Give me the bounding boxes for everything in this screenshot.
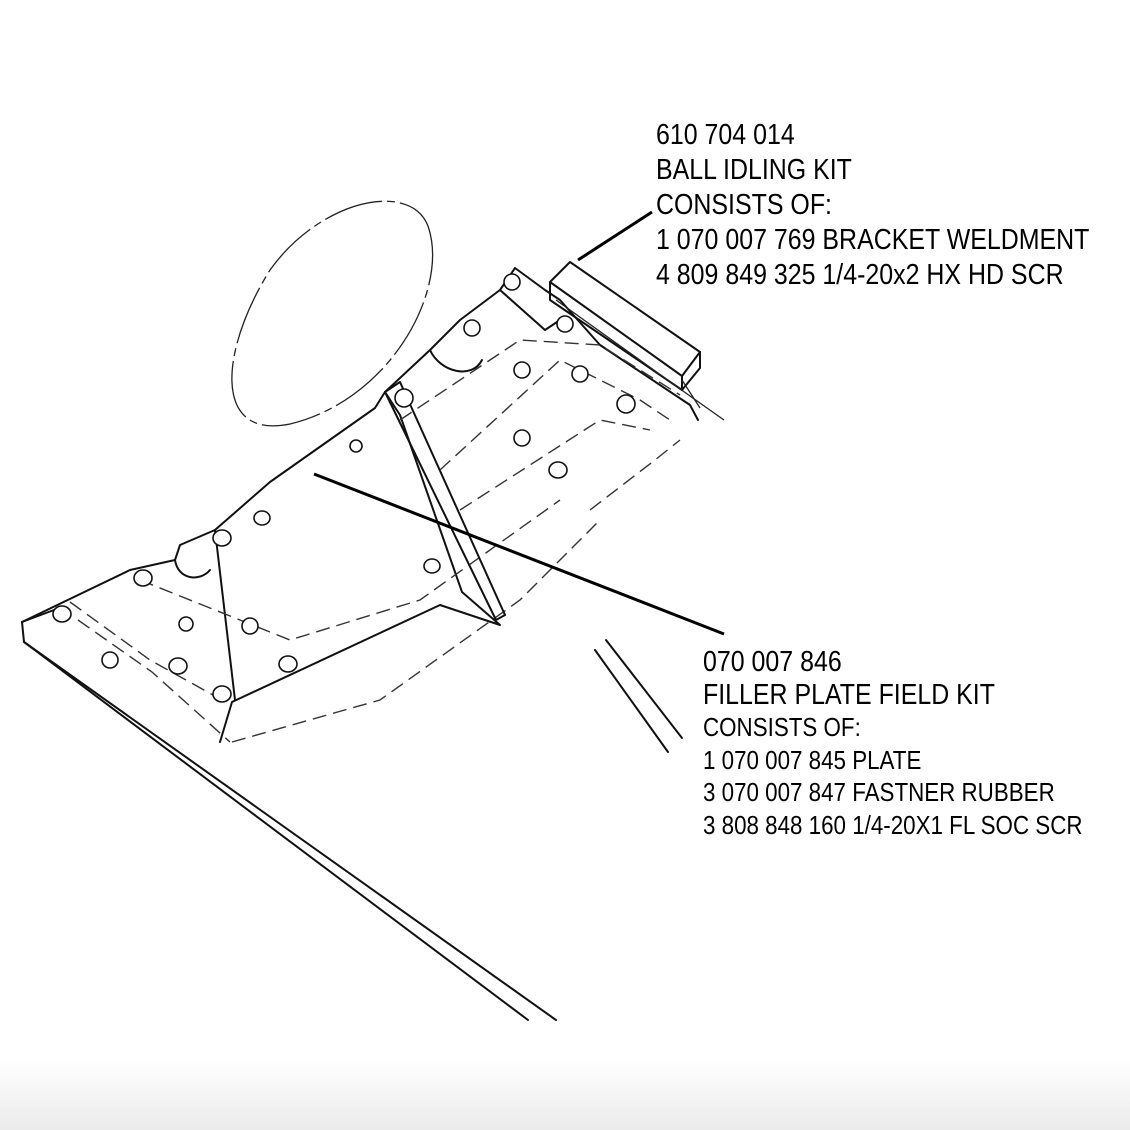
bottom-shadow-band — [0, 1060, 1130, 1130]
bracket-weldment — [549, 261, 725, 421]
bolt — [463, 319, 481, 337]
bolt — [394, 388, 414, 408]
ball-idling-kit-item: 1 070 007 769 BRACKET WELDMENT — [656, 224, 1090, 256]
bolt — [178, 616, 194, 632]
bolt — [423, 558, 441, 574]
bolt — [349, 439, 363, 453]
ball-idling-kit-part-number: 610 704 014 — [656, 119, 795, 151]
bolt — [278, 655, 298, 673]
ball-idling-kit-callout: 610 704 014 BALL IDLING KIT CONSISTS OF:… — [656, 118, 1089, 293]
filler-plate — [21, 391, 601, 743]
bolt — [556, 315, 574, 333]
filler-plate-kit-item: 1 070 007 845 PLATE — [703, 744, 922, 775]
upper-bracket-plate — [384, 267, 699, 511]
bolt — [212, 685, 232, 703]
bolts — [52, 273, 636, 703]
leader-line-filler-plate-kit — [313, 472, 725, 636]
filler-plate-kit-part-number: 070 007 846 — [703, 646, 842, 678]
ball-idling-kit-title: BALL IDLING KIT — [656, 154, 852, 186]
filler-plate-kit-consists-label: CONSISTS OF: — [703, 712, 861, 742]
bolt — [513, 429, 531, 447]
leader-line-ball-idling-kit — [577, 210, 653, 262]
filler-plate-kit-item: 3 808 848 160 1/4-20X1 FL SOC SCR — [703, 809, 1083, 840]
ball-phantom-outline — [231, 200, 434, 427]
bolt — [133, 569, 153, 587]
ball-idling-kit-item: 4 809 849 325 1/4-20x2 HX HD SCR — [656, 259, 1064, 291]
bolt — [168, 657, 188, 675]
bolt — [52, 605, 72, 623]
bolt — [616, 394, 636, 414]
ball-idling-kit-consists-label: CONSISTS OF: — [656, 189, 832, 221]
filler-plate-kit-item: 3 070 007 847 FASTNER RUBBER — [703, 777, 1055, 807]
main-rail — [21, 606, 683, 1021]
bolt — [548, 461, 568, 479]
leader-lines — [313, 210, 725, 636]
filler-plate-kit-callout: 070 007 846 FILLER PLATE FIELD KIT CONSI… — [703, 646, 1083, 841]
bolt — [241, 617, 259, 635]
bolt — [253, 510, 271, 526]
bolt — [503, 273, 521, 291]
bolt — [101, 651, 119, 669]
bolt — [212, 529, 232, 547]
bolt — [513, 361, 531, 379]
filler-plate-kit-title: FILLER PLATE FIELD KIT — [703, 678, 995, 711]
bolt — [571, 365, 589, 383]
